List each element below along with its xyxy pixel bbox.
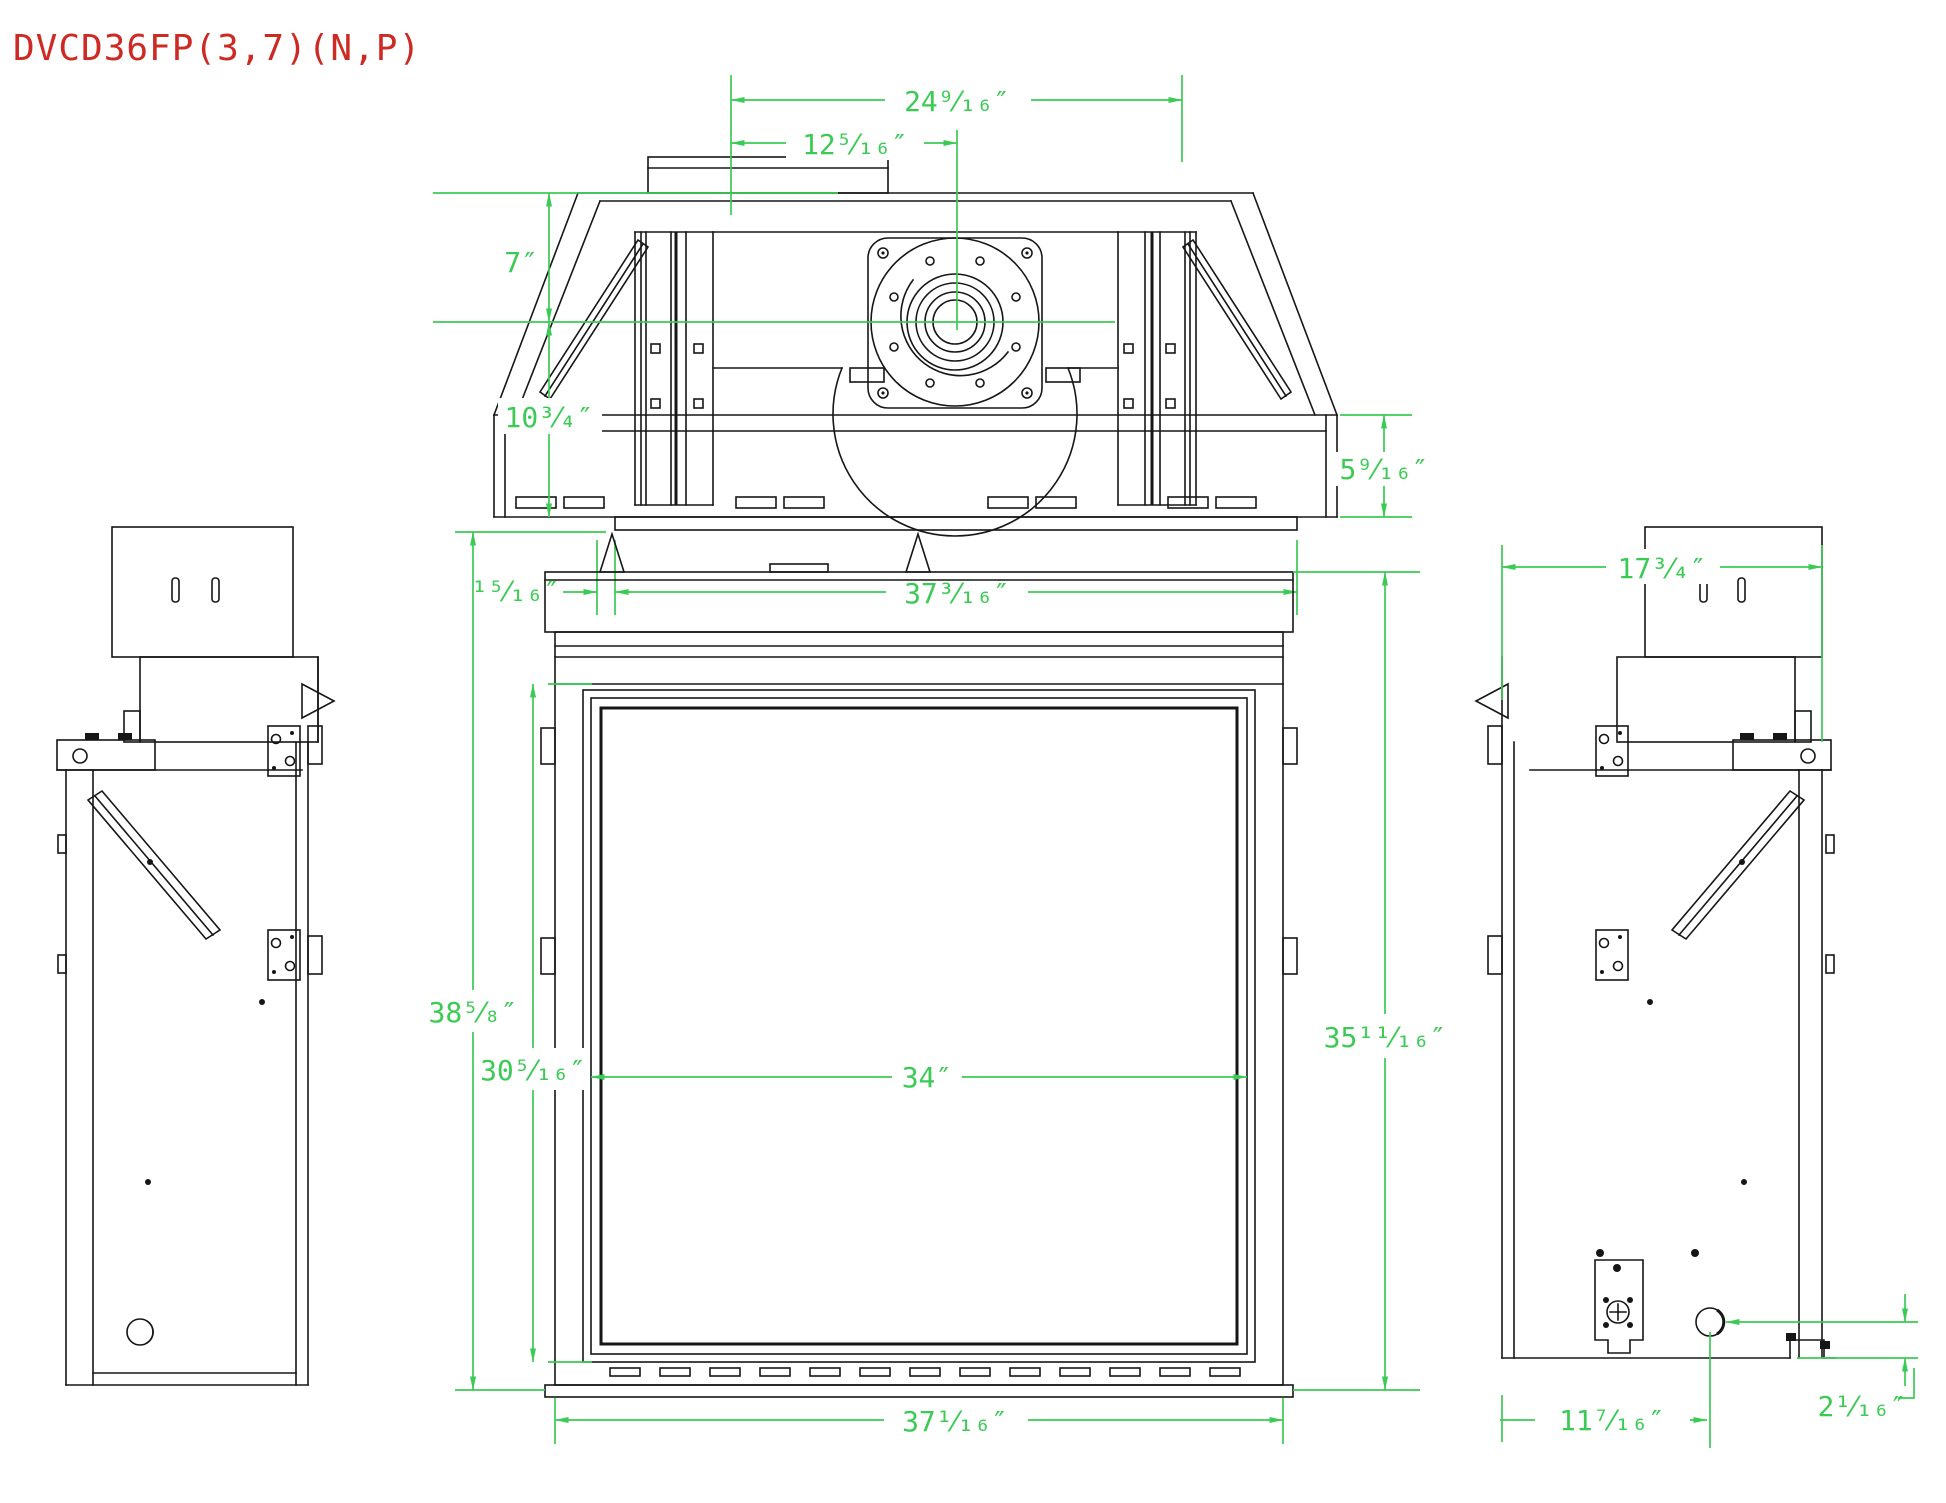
top-view-louver-slots (515, 496, 1257, 509)
dim-flue-offset: 12⁵⁄₁₆″ (802, 128, 908, 161)
dim-body-height: 35¹¹⁄₁₆″ (1324, 1021, 1447, 1054)
dim-right-height: 5⁹⁄₁₆″ (1340, 453, 1429, 486)
gas-valve-access-plate (1594, 1259, 1644, 1354)
dim-front-depth: 10³⁄₄″ (505, 401, 594, 434)
front-louver-slots (609, 1367, 1241, 1377)
corner-brace (1670, 789, 1806, 941)
top-view-side-panels (634, 231, 1197, 506)
dim-opening-height: 30⁵⁄₁₆″ (480, 1054, 586, 1087)
left-screw-plate-lower (267, 929, 301, 981)
dim-base-width: 37³⁄₁₆″ (904, 577, 1010, 610)
dim-depth: 17³⁄₄″ (1618, 552, 1707, 585)
top-view (492, 156, 1339, 537)
left-side-view (56, 526, 336, 1386)
glass-panel (599, 706, 1239, 1346)
front-view-dimensions: 38⁵⁄₈″ 30⁵⁄₁₆″ 34″ 35¹¹⁄₁₆″ 37¹⁄₁₆″ (425, 531, 1447, 1444)
glass-frame-outer (582, 689, 1256, 1363)
dim-gas-hole-height: 2¹⁄₁₆″ (1818, 1390, 1907, 1423)
dim-body-width: 37¹⁄₁₆″ (902, 1405, 1008, 1438)
right-view-dimensions: 17³⁄₄″ 11⁷⁄₁₆″ 2¹⁄₁₆″ (1500, 545, 1918, 1448)
dim-gas-hole-offset: 11⁷⁄₁₆″ (1559, 1404, 1665, 1437)
dim-glass-width: 34″ (902, 1061, 953, 1094)
dim-top-depth: 7″ (504, 246, 538, 279)
right-screw-plate-lower (1595, 929, 1629, 981)
dim-top-width: 24⁹⁄₁₆″ (904, 85, 1010, 118)
corner-brace (86, 789, 222, 941)
left-screw-plate-upper (267, 725, 301, 777)
front-view (540, 531, 1298, 1398)
right-screw-plate-upper (1595, 725, 1629, 777)
top-view-dimensions: 24⁹⁄₁₆″ 12⁵⁄₁₆″ 7″ 10³⁄₄″ 5⁹⁄₁₆″ ¹⁵⁄₁₆″ … (433, 75, 1434, 615)
drawing-title: DVCD36FP(3,7)(N,P) (13, 28, 422, 69)
dim-total-height: 38⁵⁄₈″ (429, 996, 518, 1029)
right-side-view (1474, 526, 1836, 1359)
top-view-blower-housing (712, 231, 1119, 537)
